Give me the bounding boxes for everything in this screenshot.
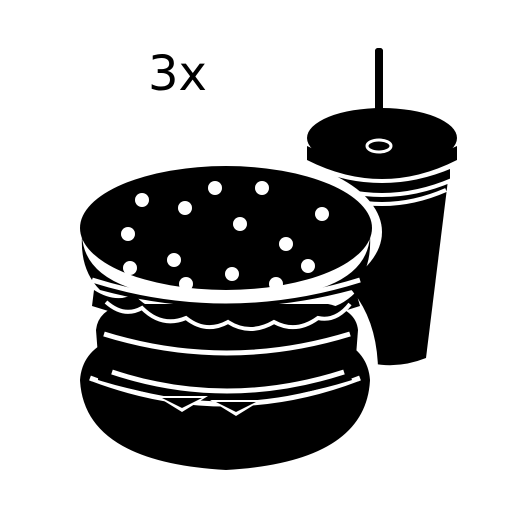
quantity-label: 3x <box>148 46 207 102</box>
sesame-seeds <box>121 181 329 291</box>
burger-icon <box>73 154 382 476</box>
